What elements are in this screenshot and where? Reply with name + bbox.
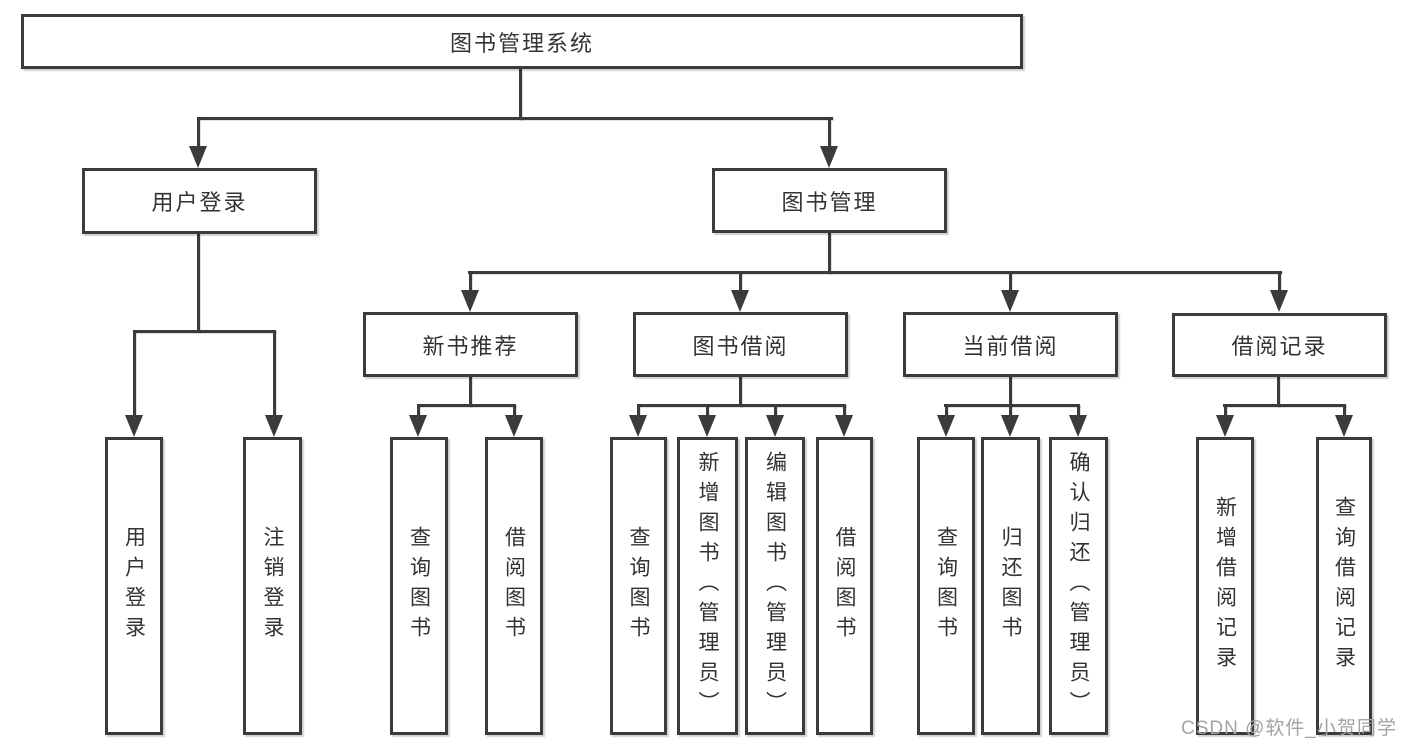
arrow-down-icon xyxy=(835,415,853,437)
connector-line xyxy=(468,271,1282,274)
connector-line xyxy=(1277,377,1280,407)
arrow-down-icon xyxy=(629,415,647,437)
arrow-down-icon xyxy=(820,146,838,168)
leaf-records-add-record: 新增借阅记录 xyxy=(1196,437,1254,735)
leaf-borrow-query-books: 查询图书 xyxy=(610,437,667,735)
node-borrow-records: 借阅记录 xyxy=(1172,313,1387,377)
arrow-down-icon xyxy=(505,415,523,437)
csdn-watermark: CSDN @软件_小贺同学 xyxy=(1181,718,1397,739)
connector-line xyxy=(197,233,200,333)
leaf-records-query-record: 查询借阅记录 xyxy=(1316,437,1372,735)
connector-line xyxy=(843,404,846,418)
node-root: 图书管理系统 xyxy=(21,14,1023,69)
connector-line xyxy=(417,404,420,418)
connector-line xyxy=(273,330,276,418)
arrow-down-icon xyxy=(265,415,283,437)
leaf-current-query-books: 查询图书 xyxy=(917,437,975,735)
connector-line xyxy=(133,330,136,418)
connector-line xyxy=(197,117,200,148)
connector-line xyxy=(1343,404,1346,418)
connector-line xyxy=(739,271,742,292)
connector-line xyxy=(945,404,948,418)
connector-line xyxy=(739,376,742,407)
arrow-down-icon xyxy=(125,415,143,437)
connector-line xyxy=(774,404,777,418)
connector-line xyxy=(1009,271,1012,292)
node-book-borrow: 图书借阅 xyxy=(633,312,848,377)
node-current-borrow: 当前借阅 xyxy=(903,312,1118,377)
node-user-login: 用户登录 xyxy=(82,168,317,234)
connector-line xyxy=(133,330,276,333)
connector-line xyxy=(706,404,709,418)
connector-line xyxy=(944,404,1080,407)
leaf-borrow-add-books-admin: 新增图书（管理员） xyxy=(677,437,738,735)
connector-line xyxy=(828,117,831,148)
connector-line xyxy=(1278,271,1281,292)
leaf-recommend-borrow-books: 借阅图书 xyxy=(485,437,543,735)
connector-line xyxy=(469,271,472,292)
connector-line xyxy=(828,233,831,274)
leaf-current-return-books: 归还图书 xyxy=(981,437,1040,735)
arrow-down-icon xyxy=(1270,290,1288,312)
connector-line xyxy=(513,404,516,418)
leaf-borrow-borrow-books: 借阅图书 xyxy=(816,437,873,735)
connector-line xyxy=(417,404,516,407)
arrow-down-icon xyxy=(766,415,784,437)
connector-line xyxy=(519,69,522,120)
arrow-down-icon xyxy=(409,415,427,437)
leaf-user-login: 用户登录 xyxy=(105,437,163,735)
leaf-borrow-edit-books-admin: 编辑图书（管理员） xyxy=(745,437,805,735)
arrow-down-icon xyxy=(1216,415,1234,437)
arrow-down-icon xyxy=(1001,415,1019,437)
node-book-management: 图书管理 xyxy=(712,168,947,233)
leaf-logout: 注销登录 xyxy=(243,437,302,735)
connector-line xyxy=(1077,404,1080,418)
connector-line xyxy=(469,376,472,407)
arrow-down-icon xyxy=(937,415,955,437)
arrow-down-icon xyxy=(1069,415,1087,437)
arrow-down-icon xyxy=(698,415,716,437)
node-new-book-recommend: 新书推荐 xyxy=(363,312,578,377)
connector-line xyxy=(1223,404,1346,407)
connector-line xyxy=(1224,404,1227,418)
connector-line xyxy=(197,117,833,120)
connector-line xyxy=(637,404,640,418)
arrow-down-icon xyxy=(189,146,207,168)
arrow-down-icon xyxy=(1335,415,1353,437)
connector-line xyxy=(1009,376,1012,407)
arrow-down-icon xyxy=(461,290,479,312)
connector-line xyxy=(637,404,846,407)
leaf-recommend-query-books: 查询图书 xyxy=(390,437,448,735)
arrow-down-icon xyxy=(731,290,749,312)
arrow-down-icon xyxy=(1001,290,1019,312)
connector-line xyxy=(1009,404,1012,418)
leaf-current-confirm-return-admin: 确认归还（管理员） xyxy=(1049,437,1108,735)
